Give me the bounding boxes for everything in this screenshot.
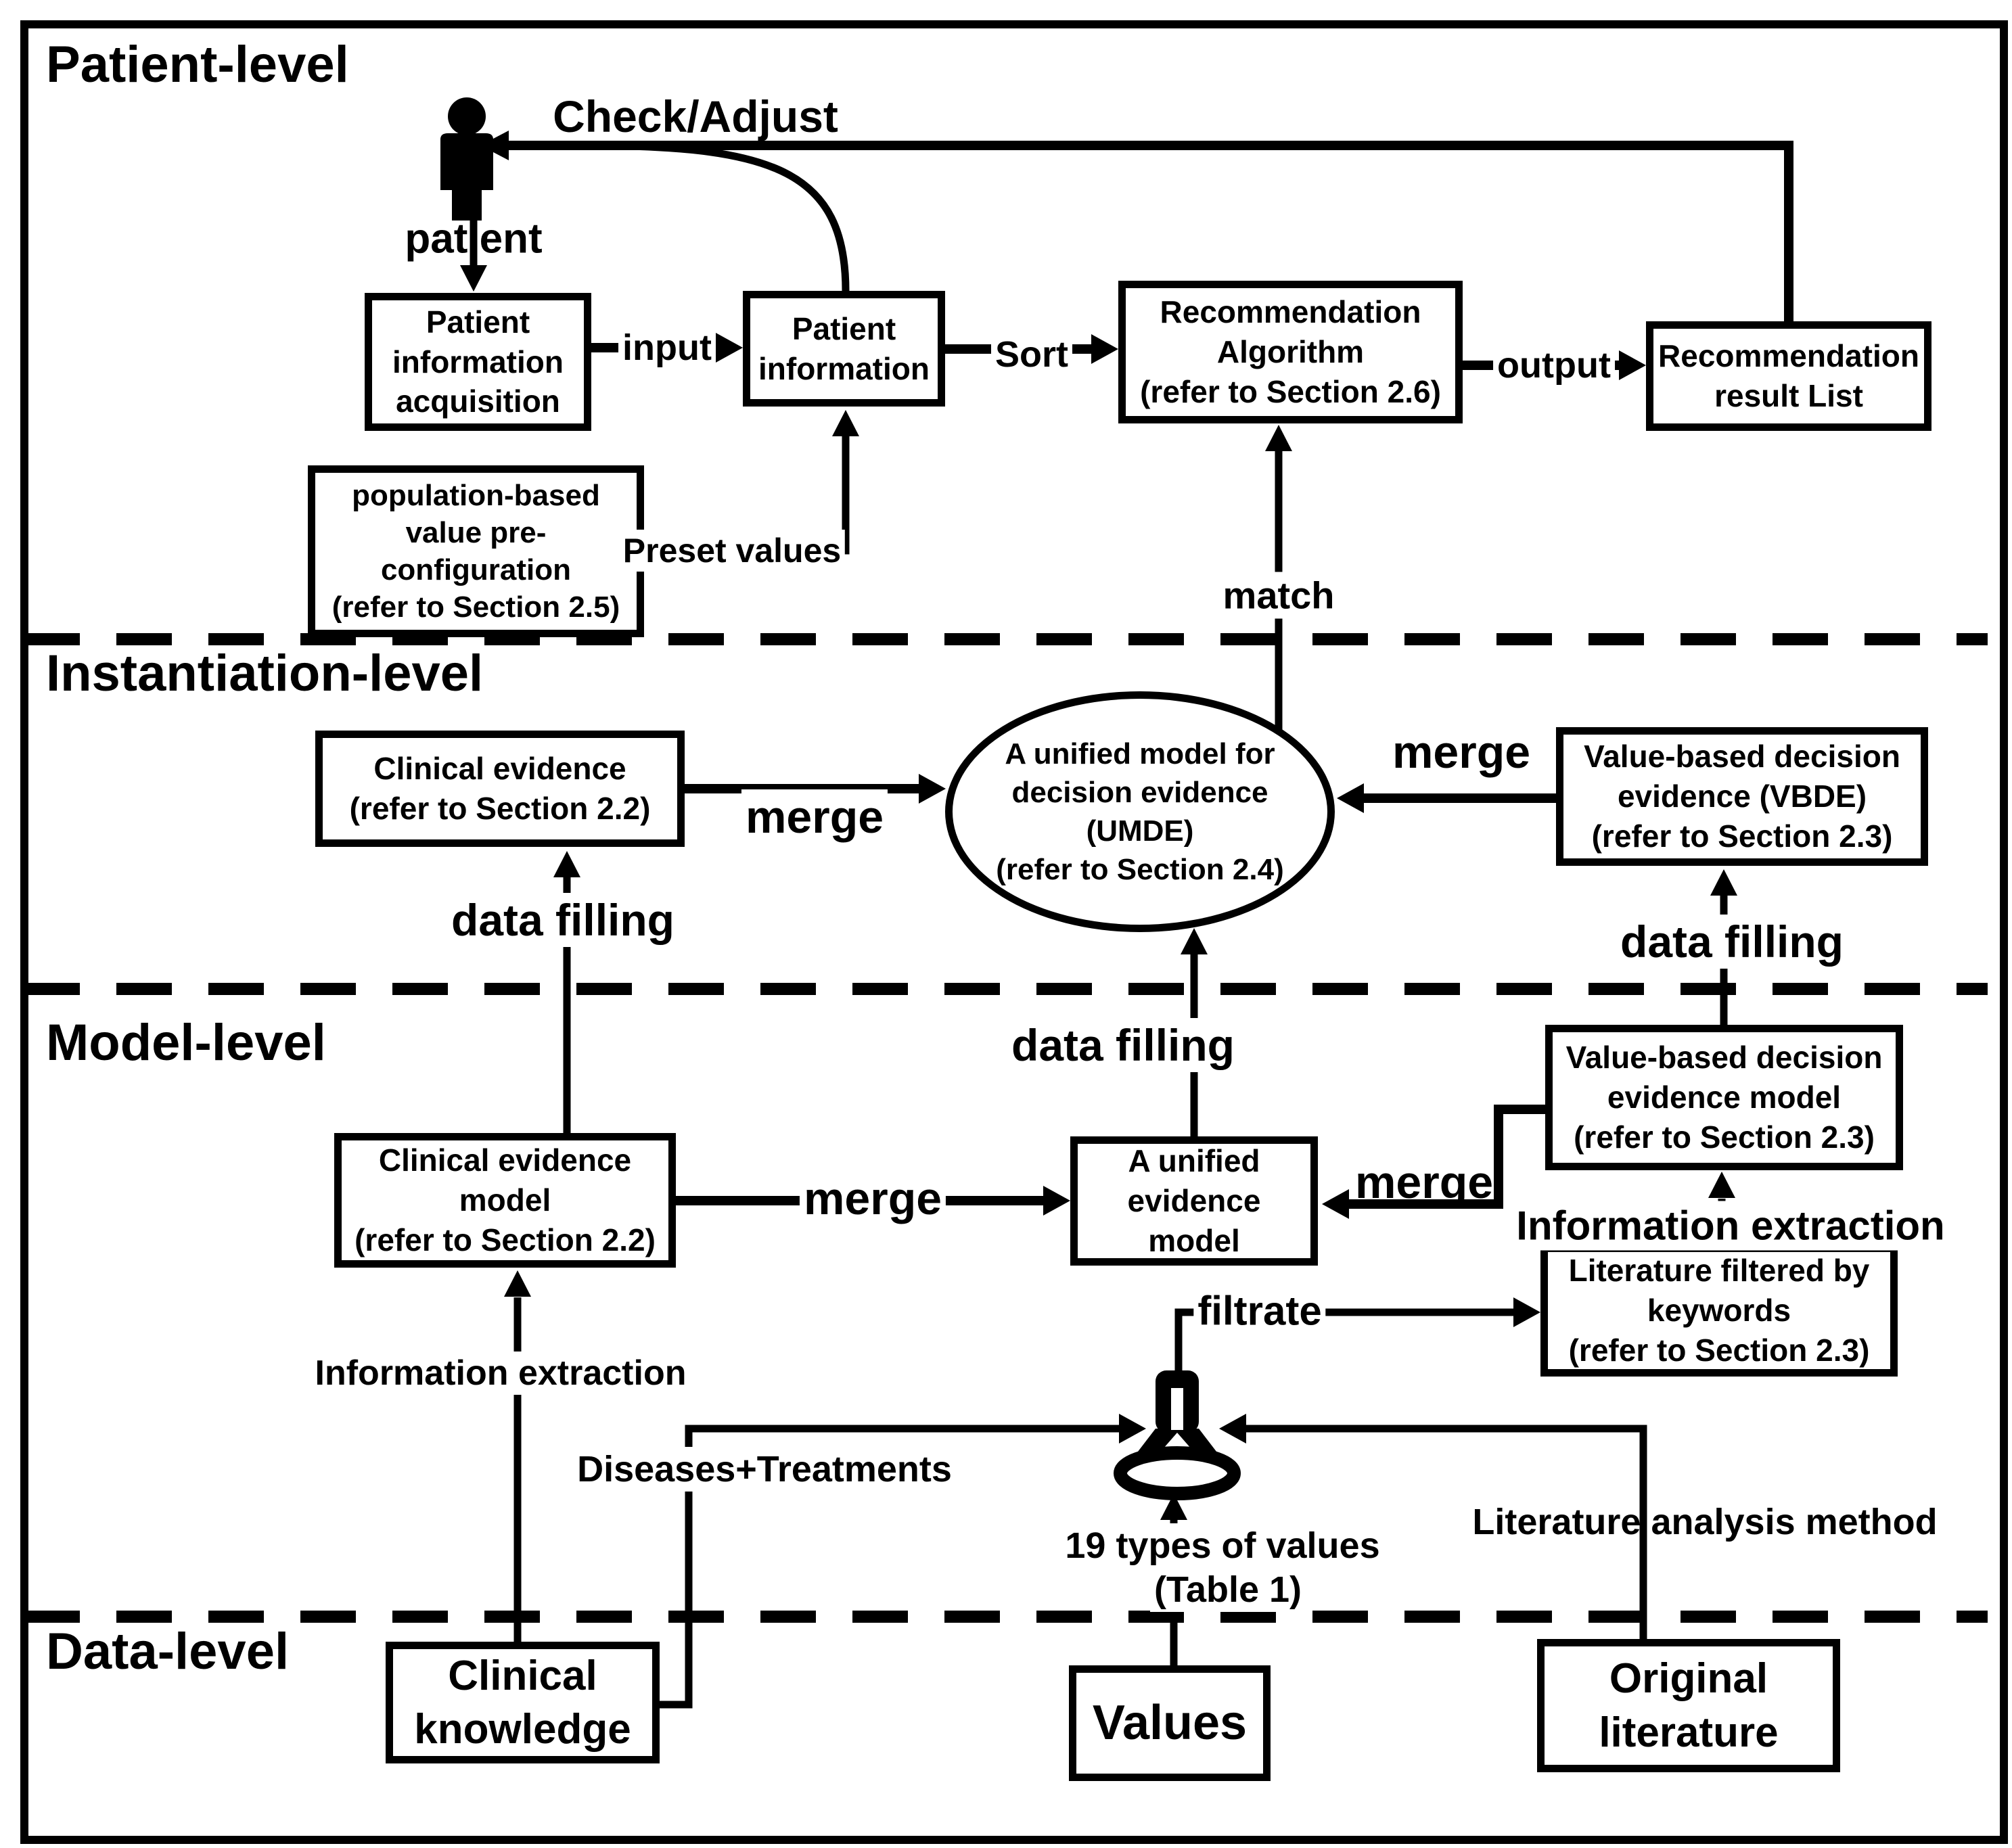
arrow-information-extraction-left [504,1270,531,1642]
edge-label-check-adjust: Check/Adjust [553,91,838,141]
arrow-literature-analysis [1219,1414,1647,1639]
filter-funnel-icon [1114,1370,1241,1500]
edge-label-information-extraction-left: Information extraction [311,1352,691,1395]
edge-label-sort: Sort [991,332,1072,377]
edge-label-filtrate: filtrate [1193,1286,1326,1336]
edge-label-input: input [618,325,716,370]
edge-label-match: match [1218,572,1339,619]
edge-label-information-extraction-right: Information extraction [1512,1201,1949,1251]
arrow-diseases-treatments [660,1414,1146,1709]
edge-label-preset-values: Preset values [618,530,846,572]
node-patient-information: Patient information [743,291,945,407]
node-vbde: Value-based decision evidence (VBDE) (re… [1556,727,1928,866]
node-unified-evidence-model: A unified evidence model [1070,1136,1318,1266]
arrow-merge-right-lower [1322,1105,1545,1219]
node-clinical-evidence-model: Clinical evidence model (refer to Sectio… [334,1133,676,1268]
arrow-merge-left [685,774,946,804]
arrow-merge-right-upper [1337,783,1556,813]
edge-label-output: output [1493,343,1615,388]
edge-label-merge-center: merge [799,1171,946,1226]
level-title-patient: Patient-level [46,36,349,93]
node-patient-information-acquisition: Patient information acquisition [365,293,591,431]
edge-label-literature-analysis-method: Literature analysis method [1472,1502,1938,1542]
node-values: Values [1069,1665,1271,1781]
node-population-value-preconfiguration: population-based value pre- configuratio… [308,465,644,637]
edge-label-data-filling-right: data filling [1616,915,1848,969]
edge-label-merge-left: merge [741,789,888,845]
diagram-border [20,20,2008,1844]
level-title-model: Model-level [46,1014,326,1071]
level-title-data: Data-level [46,1623,290,1680]
edge-label-diseases-treatments: Diseases+Treatments [573,1447,956,1492]
edge-label-nineteen-types: 19 types of values [1061,1523,1384,1568]
node-literature-filtered-by-keywords: Literature filtered by keywords (refer t… [1540,1245,1898,1377]
node-umde-ellipse: A unified model for decision evidence (U… [945,691,1335,932]
edge-label-data-filling-center: data filling [1007,1018,1239,1072]
node-original-literature: Original literature [1537,1639,1840,1772]
node-recommendation-algorithm: Recommendation Algorithm (refer to Secti… [1118,281,1463,423]
edge-label-table1: (Table 1) [1149,1567,1306,1612]
arrow-filtrate [1174,1297,1540,1370]
edge-label-patient: patient [405,215,543,262]
arrow-patient [460,218,487,292]
node-clinical-evidence: Clinical evidence (refer to Section 2.2) [315,731,685,847]
node-vbde-model: Value-based decision evidence model (ref… [1545,1025,1903,1170]
level-title-instantiation: Instantiation-level [46,645,484,702]
edge-label-merge-right-upper: merge [1392,726,1531,778]
arrow-check-adjust [480,131,1793,321]
person-icon [440,97,493,221]
edge-label-data-filling-left: data filling [447,893,679,947]
node-recommendation-result-list: Recommendation result List [1646,321,1931,431]
node-clinical-knowledge: Clinical knowledge [386,1642,660,1763]
edge-label-merge-right-lower: merge [1354,1157,1494,1208]
